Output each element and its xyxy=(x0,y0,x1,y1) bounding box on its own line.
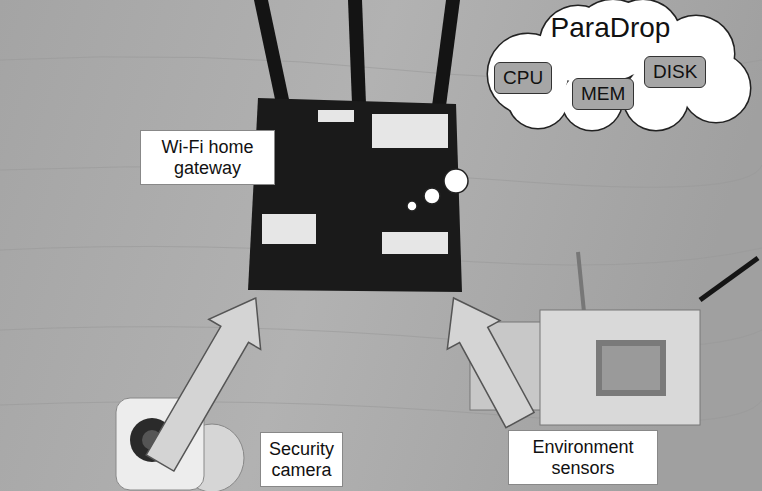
label-box: Wi-Fi home gateway xyxy=(140,130,275,185)
resource-label: DISK xyxy=(653,61,697,82)
router-antennas xyxy=(254,0,460,106)
device-node: Wi-Fi home gateway xyxy=(245,98,460,298)
resource-label: CPU xyxy=(503,67,543,88)
thought-bubbles xyxy=(407,169,468,211)
label-box: Security camera xyxy=(260,432,343,487)
cloud-node: ParaDropCPU MEM DISK xyxy=(468,2,753,130)
label-box: Environment sensors xyxy=(508,430,658,485)
block-arrow xyxy=(447,298,534,428)
cloud-title: ParaDrop xyxy=(468,12,753,44)
resource-label: MEM xyxy=(581,83,625,104)
device-label: Security camera xyxy=(269,439,334,480)
router-body xyxy=(248,98,462,292)
block-arrow xyxy=(146,298,260,471)
resource-box: CPU xyxy=(494,62,552,94)
device-node: Security camera xyxy=(160,400,250,490)
wood-grain xyxy=(0,57,762,423)
resource-box: MEM xyxy=(572,78,634,110)
resource-box: DISK xyxy=(644,56,706,88)
device-label: Environment sensors xyxy=(517,437,649,478)
device-node: Environment sensors xyxy=(520,330,700,430)
device-label: Wi-Fi home gateway xyxy=(149,137,266,178)
router-stickers xyxy=(262,110,448,254)
